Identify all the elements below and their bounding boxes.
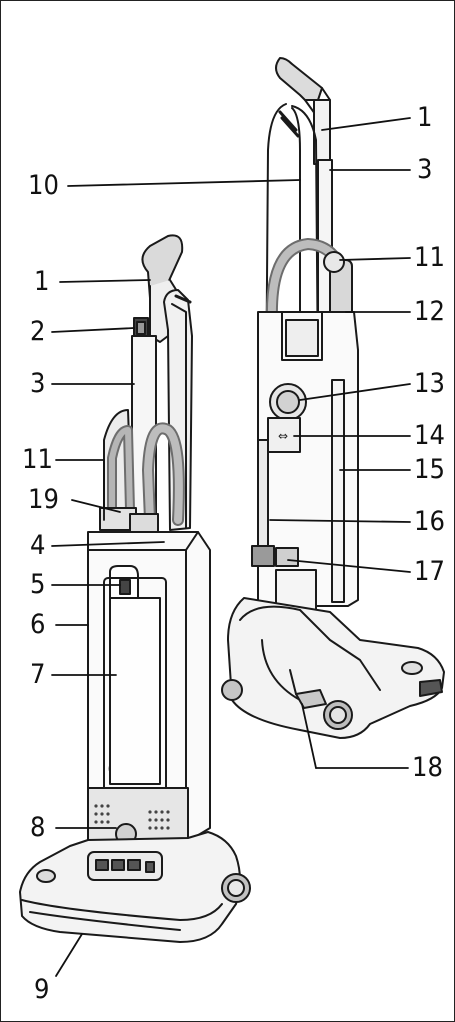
callout-label: 4 [30, 530, 46, 561]
front-vacuum-drawing [19, 234, 251, 943]
svg-text:⇔: ⇔ [278, 429, 288, 443]
callout-label: 5 [30, 569, 46, 600]
callout-label: 10 [28, 170, 59, 201]
callout-label: 18 [412, 752, 443, 783]
callout-label: 7 [30, 659, 46, 690]
callout-label: 17 [414, 556, 445, 587]
callout-label: 2 [30, 316, 46, 347]
callout-label: 14 [414, 420, 445, 451]
rear-vacuum-drawing: ⇔ [221, 57, 445, 739]
callout-label: 3 [30, 368, 46, 399]
callout-label: 15 [414, 454, 445, 485]
callout-label: 13 [414, 368, 445, 399]
callout-label: 11 [414, 242, 445, 273]
callout-label: 3 [417, 154, 433, 185]
callout-label: 16 [414, 506, 445, 537]
callout-label: 1 [34, 266, 50, 297]
callout-label: 1 [417, 102, 433, 133]
callout-leaders [51, 117, 411, 977]
callout-label: 12 [414, 296, 445, 327]
callout-label: 11 [22, 444, 53, 475]
callout-label: 9 [34, 974, 50, 1005]
callout-label: 6 [30, 609, 46, 640]
callout-label: 8 [30, 812, 46, 843]
callout-label: 19 [28, 484, 59, 515]
